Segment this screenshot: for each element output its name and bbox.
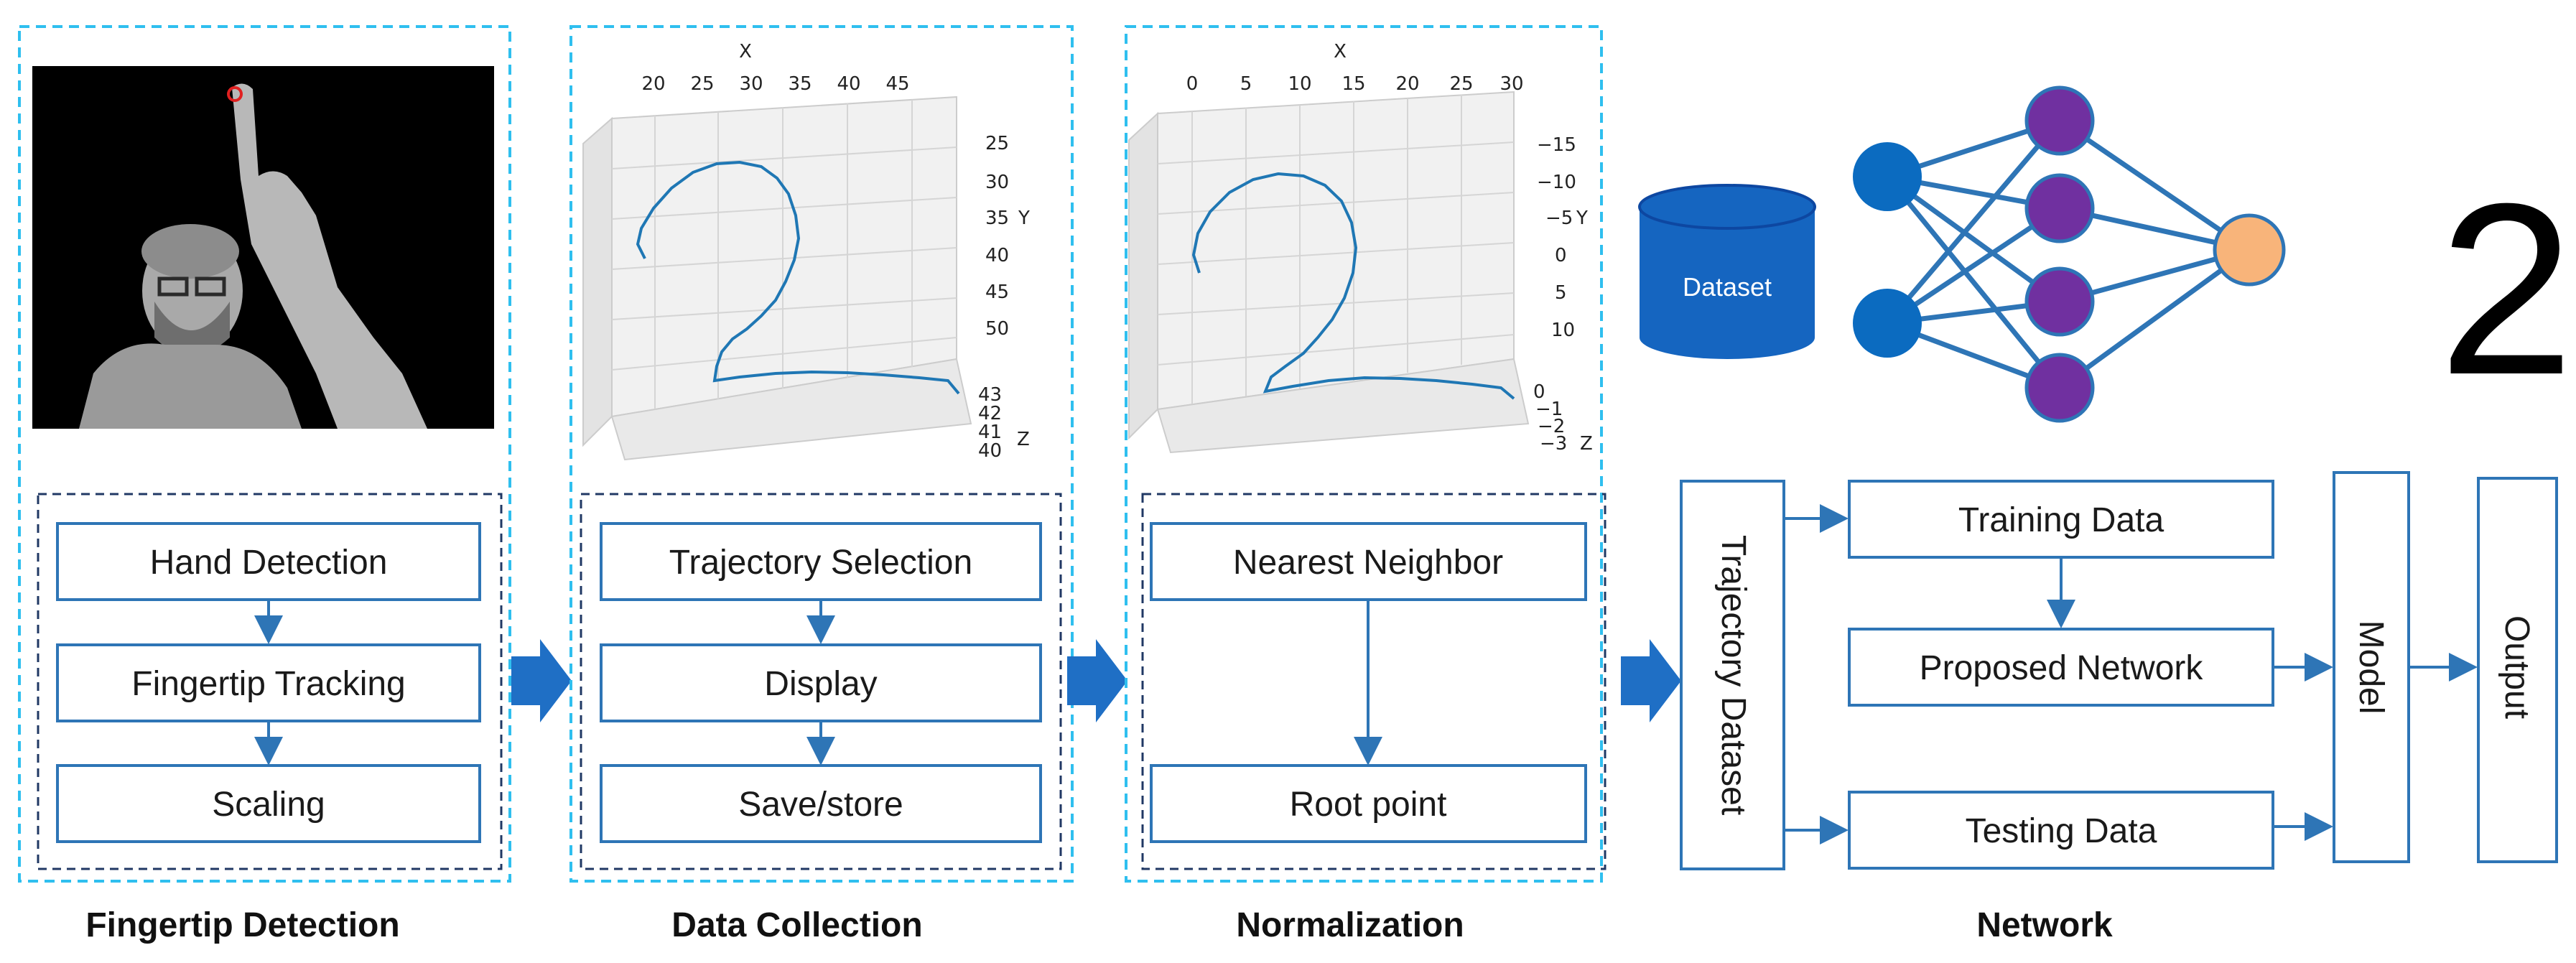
output-label: Output (2498, 615, 2536, 719)
norm-y-tick: −5 (1545, 208, 1573, 229)
norm-z-tick: −3 (1540, 433, 1567, 455)
hand-detection-box (56, 522, 481, 601)
dc-y-tick: 30 (985, 172, 1009, 193)
norm-x-tick: 30 (1499, 73, 1523, 95)
norm-x-tick: 15 (1342, 73, 1365, 95)
hidden-neuron (2024, 85, 2095, 156)
data-collection-steps-frame (580, 493, 1062, 870)
testing-data-box (1848, 791, 2274, 870)
depth-image (32, 66, 494, 429)
norm-z-tick: 0 (1533, 381, 1545, 403)
data-collection-title: Data Collection (671, 906, 922, 944)
dc-z-tick: 42 (978, 403, 1002, 424)
dc-x-tick: 30 (739, 73, 763, 95)
input-neuron (1853, 289, 1922, 358)
proposed-network-box (1848, 628, 2274, 707)
save-store-label: Save/store (738, 786, 903, 824)
dc-z-tick: 41 (978, 422, 1002, 443)
dc-z-tick: 43 (978, 384, 1002, 406)
norm-y-tick: −15 (1537, 134, 1576, 156)
trajectory-dataset-label: Trajectory Dataset (1714, 535, 1752, 815)
data-collection-3d-plot: X 20 25 30 35 40 45 25 30 35 Y 40 45 50 … (582, 41, 1030, 462)
input-neuron (1853, 142, 1922, 211)
norm-z-tick: −1 (1535, 399, 1563, 420)
norm-x-tick: 10 (1288, 73, 1311, 95)
norm-y-axis-label: Y (1576, 208, 1588, 229)
fingertip-marker (227, 86, 243, 102)
stage-arrow-1 (511, 639, 572, 722)
stage-arrow-3 (1621, 639, 1681, 722)
nearest-neighbor-box (1150, 522, 1587, 601)
dc-x-tick: 40 (837, 73, 860, 95)
hidden-neuron (2024, 353, 2095, 423)
neural-network-icon (1853, 85, 2286, 423)
normalization-steps-frame (1141, 493, 1606, 870)
norm-x-tick: 25 (1449, 73, 1473, 95)
norm-z-axis-label: Z (1580, 433, 1593, 455)
dc-y-tick: 50 (985, 318, 1009, 340)
database-icon: Dataset (1638, 184, 1816, 359)
root-point-box (1150, 764, 1587, 843)
dc-z-axis-label: Z (1017, 429, 1030, 450)
fingertip-steps-frame (37, 493, 503, 870)
normalization-trajectory (1191, 172, 1515, 400)
dc-y-tick: 35 (985, 208, 1009, 229)
fingertip-stage-outer-frame (18, 25, 511, 883)
trajectory-dataset-box (1680, 480, 1785, 870)
dc-y-axis-label: Y (1018, 208, 1030, 229)
dc-y-tick: 25 (985, 133, 1009, 154)
dc-x-tick: 25 (690, 73, 714, 95)
trajectory-selection-label: Trajectory Selection (669, 544, 972, 582)
model-box (2333, 471, 2410, 863)
dc-x-tick: 35 (788, 73, 812, 95)
hidden-neuron (2024, 173, 2095, 243)
root-point-label: Root point (1290, 786, 1447, 824)
nearest-neighbor-label: Nearest Neighbor (1233, 544, 1503, 582)
normalization-outer-frame (1125, 25, 1603, 883)
norm-x-axis-label: X (1334, 41, 1347, 62)
scaling-box (56, 764, 481, 843)
norm-y-tick: −10 (1537, 172, 1576, 193)
fingertip-tracking-label: Fingertip Tracking (131, 665, 406, 703)
norm-y-tick: 10 (1551, 320, 1575, 341)
dc-x-axis-label: X (739, 41, 752, 62)
data-collection-outer-frame (569, 25, 1074, 883)
display-box (600, 643, 1042, 722)
trajectory-selection-box (600, 522, 1042, 601)
norm-z-tick: −2 (1538, 416, 1565, 437)
normalization-3d-plot: X 0 5 10 15 20 25 30 −15 −10 −5 Y 0 5 10… (1128, 41, 1593, 455)
fingertip-detection-title: Fingertip Detection (85, 906, 399, 944)
training-data-box (1848, 480, 2274, 559)
dc-x-tick: 20 (641, 73, 665, 95)
normalization-title: Normalization (1236, 906, 1464, 944)
display-label: Display (764, 665, 877, 703)
scaling-label: Scaling (212, 786, 325, 824)
norm-y-tick: 0 (1555, 245, 1567, 266)
network-title: Network (1976, 906, 2113, 944)
output-neuron (2213, 213, 2286, 287)
dc-z-tick: 40 (978, 440, 1002, 462)
training-data-label: Training Data (1958, 501, 2165, 539)
database-label: Dataset (1683, 272, 1772, 302)
save-store-box (600, 764, 1042, 843)
hidden-neuron (2024, 266, 2095, 337)
testing-data-label: Testing Data (1966, 812, 2157, 850)
norm-x-tick: 5 (1240, 73, 1252, 95)
stage-arrow-2 (1067, 639, 1127, 722)
hand-detection-label: Hand Detection (150, 544, 388, 582)
data-collection-trajectory (636, 160, 960, 395)
norm-x-tick: 0 (1186, 73, 1199, 95)
model-label: Model (2352, 620, 2390, 715)
proposed-network-label: Proposed Network (1920, 649, 2204, 687)
output-box (2477, 477, 2558, 863)
dc-y-tick: 45 (985, 282, 1009, 303)
dc-x-tick: 45 (885, 73, 909, 95)
dc-y-tick: 40 (985, 245, 1009, 266)
recognized-digit: 2 (2438, 153, 2574, 426)
norm-y-tick: 5 (1555, 282, 1567, 304)
norm-x-tick: 20 (1395, 73, 1419, 95)
